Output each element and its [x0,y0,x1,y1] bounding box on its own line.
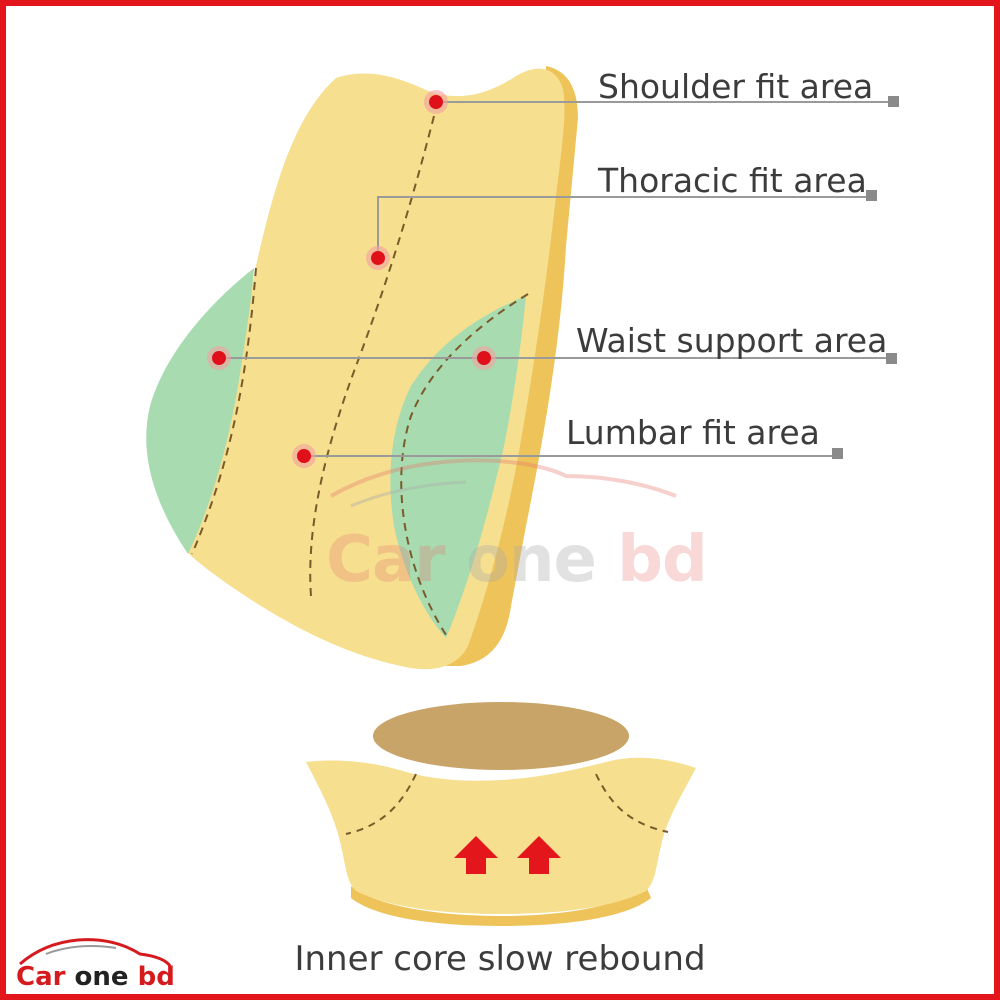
watermark-brand: Car one bd [326,528,708,592]
waist-right-marker [477,351,491,365]
logo-part2: one [74,962,129,992]
thoracic-fit-label: Thoracic fit area [598,161,867,200]
brand-logo: Car one bd [16,964,175,990]
inner-core-caption: Inner core slow rebound [294,939,706,979]
waist-support-label: Waist support area [576,321,888,360]
watermark-part3: bd [617,523,708,597]
rebound-arrow-left [454,836,498,874]
callout-lines [219,101,891,457]
core-cushion-base [351,886,651,926]
car-logo-icon [19,938,172,967]
left-waist-support [146,268,254,554]
waist-left-marker [212,351,226,365]
rebound-arrows [454,836,561,874]
watermark-part2: one [466,523,597,597]
thoracic-callout-line [377,196,868,258]
thoracic-marker [371,251,385,265]
core-right-seam [595,773,669,833]
callout-end-markers [832,96,899,459]
lumbar-marker [297,449,311,463]
watermark-car-outline [330,458,677,498]
area-markers [207,90,496,468]
right-waist-support [390,296,526,638]
right-seam [400,293,529,639]
logo-part3: bd [137,962,175,992]
shoulder-fit-label: Shoulder fit area [598,67,874,106]
inner-core-disc [373,702,629,770]
shoulder-marker [429,95,443,109]
logo-part1: Car [16,962,66,992]
rebound-arrow-right [517,836,561,874]
watermark-part1: Car [326,523,446,597]
left-seam [191,267,257,555]
spine-seam [309,115,435,597]
lumbar-fit-label: Lumbar fit area [566,413,820,452]
core-cushion-body [306,757,696,914]
cushion-illustration [19,66,899,967]
